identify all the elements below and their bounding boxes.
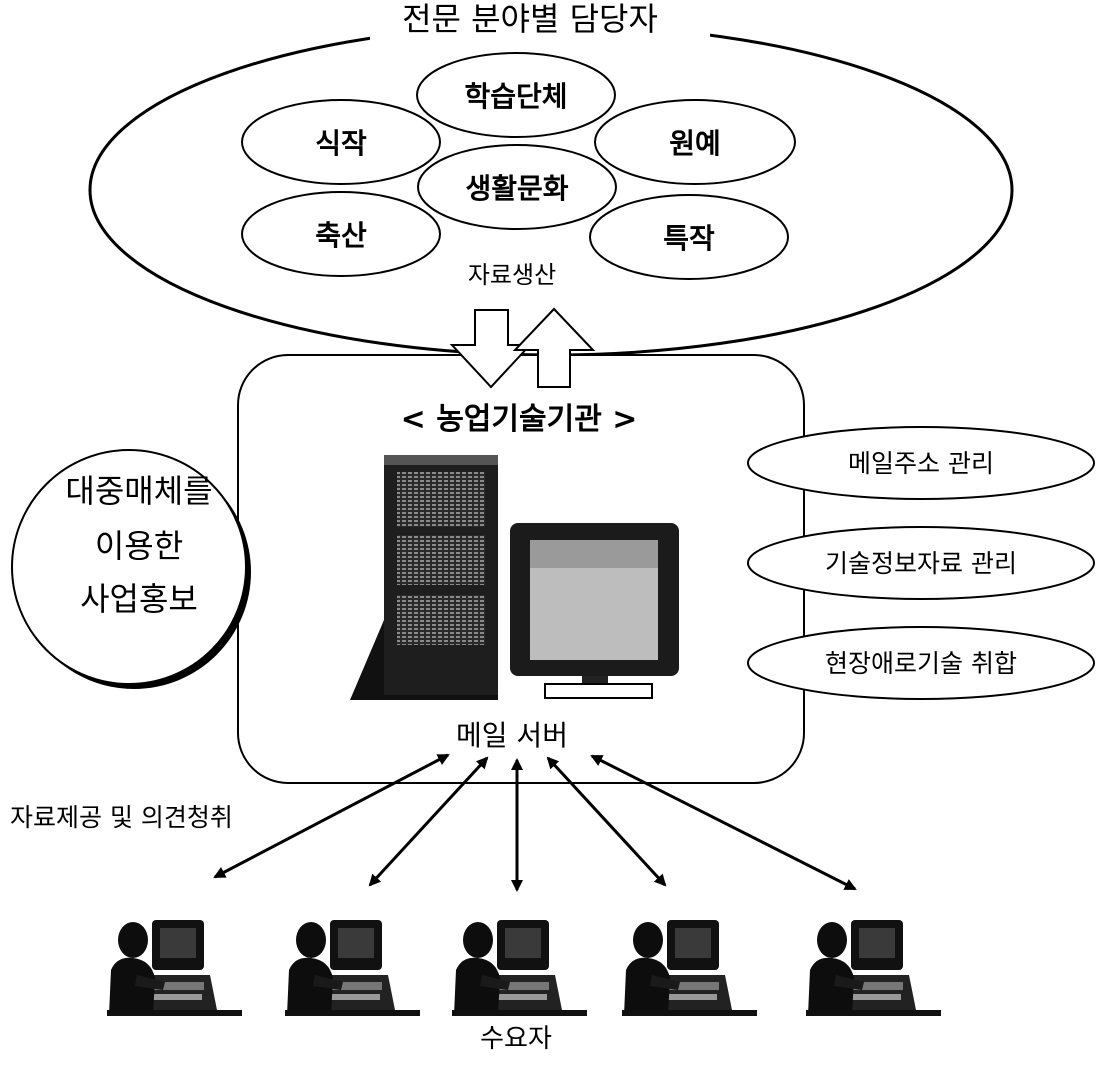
function-bubble-tech-info: 기술정보자료 관리: [747, 526, 1095, 600]
function-label-tech-info: 기술정보자료 관리: [825, 549, 1017, 578]
function-bubble-field-issues: 현장애로기술 취합: [747, 626, 1095, 700]
specialists-group: 전문 분야별 담당자 학습단체 식작 원예 생활문화 축산 특작 자료생산: [88, 0, 1014, 357]
institution-title: < 농업기술기관 >: [401, 402, 638, 437]
function-bubble-mail-address: 메일주소 관리: [747, 426, 1095, 500]
field-label-livestock: 축산: [315, 219, 367, 252]
down-block-arrow-icon: [449, 309, 533, 389]
field-bubble-livestock: 축산: [241, 191, 441, 277]
data-production-caption: 자료생산: [468, 261, 556, 289]
institution-box: < 농업기술기관 > 메일 서버: [237, 307, 805, 784]
mail-server-label: 메일 서버: [456, 719, 568, 752]
monitor-icon: [510, 523, 679, 699]
connection-arrow-2: [368, 756, 489, 887]
users-label: 수요자: [480, 1024, 552, 1054]
user-workstation-icon: [107, 920, 242, 1016]
field-bubble-living-culture: 생활문화: [417, 144, 617, 230]
field-bubble-horticulture: 원예: [594, 99, 796, 185]
field-bubble-learning-group: 학습단체: [416, 52, 616, 138]
field-label-special-crops: 특작: [663, 222, 715, 255]
promotion-line-2: 이용한: [95, 527, 183, 565]
user-workstation-icon: [622, 920, 757, 1016]
connection-arrow-5: [590, 754, 857, 891]
field-label-horticulture: 원예: [669, 127, 721, 160]
promotion-line-1: 대중매체를: [65, 472, 212, 510]
function-bubbles: 메일주소 관리 기술정보자료 관리 현장애로기술 취합: [747, 426, 1095, 700]
feedback-label: 자료제공 및 의견청취: [10, 803, 233, 832]
server-tower-icon: [350, 455, 498, 700]
up-block-arrow-icon: [512, 307, 596, 388]
field-label-learning-group: 학습단체: [464, 80, 567, 113]
user-workstation-icon: [285, 920, 420, 1016]
user-workstation-icon: [452, 920, 587, 1016]
connection-arrows: [213, 753, 857, 892]
field-bubble-crops: 식작: [241, 99, 441, 185]
promotion-line-3: 사업홍보: [80, 580, 198, 618]
user-workstation-icon: [806, 920, 941, 1016]
function-label-mail-address: 메일주소 관리: [848, 449, 994, 478]
promotion-bubble: 대중매체를 이용한 사업홍보: [11, 449, 251, 689]
users-row: [107, 920, 941, 1016]
field-label-crops: 식작: [315, 127, 367, 160]
function-label-field-issues: 현장애로기술 취합: [825, 649, 1017, 678]
field-bubble-special-crops: 특작: [589, 194, 789, 280]
specialists-title: 전문 분야별 담당자: [402, 0, 658, 38]
field-label-living-culture: 생활문화: [465, 172, 568, 205]
